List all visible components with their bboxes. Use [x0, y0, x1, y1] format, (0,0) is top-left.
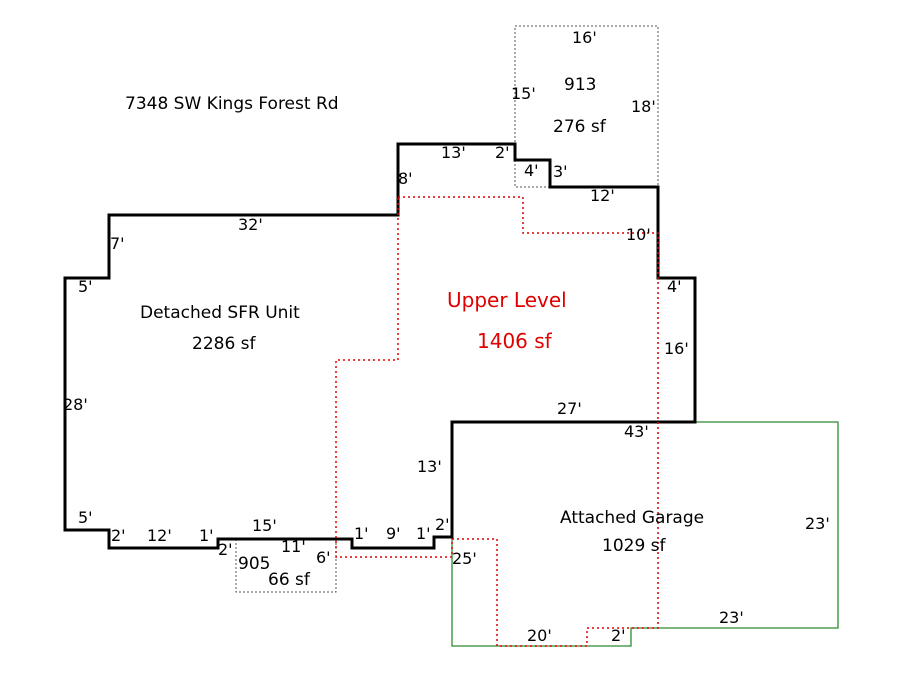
dim: 12': [590, 186, 615, 205]
dim: 10': [626, 225, 651, 244]
dim: 43': [624, 422, 649, 441]
upper-level-outline: [335, 196, 659, 647]
dim: 6': [316, 548, 331, 567]
dim: 18': [631, 97, 656, 116]
area-913-code: 913: [564, 75, 596, 95]
dim: 4': [524, 161, 539, 180]
dim: 4': [667, 277, 682, 296]
dim: 16': [664, 339, 689, 358]
main-area-size: 2286 sf: [192, 334, 257, 354]
dim: 28': [63, 395, 88, 414]
dim: 3': [553, 162, 568, 181]
dim: 11': [281, 537, 306, 556]
dim: 2': [611, 626, 626, 645]
dim: 15': [252, 516, 277, 535]
dim: 12': [147, 526, 172, 545]
dim: 2': [435, 515, 450, 534]
dim: 13': [441, 143, 466, 162]
dim: 20': [527, 626, 552, 645]
dim: 23': [719, 608, 744, 627]
dim: 1': [199, 526, 214, 545]
dim: 25': [452, 549, 477, 568]
dim: 27': [557, 399, 582, 418]
dim: 5': [78, 508, 93, 527]
dim: 8': [398, 169, 413, 188]
dim: 9': [386, 524, 401, 543]
upper-area-size: 1406 sf: [477, 329, 553, 353]
main-area-name: Detached SFR Unit: [140, 303, 300, 323]
address-label: 7348 SW Kings Forest Rd: [125, 94, 339, 114]
upper-area-name: Upper Level: [447, 288, 567, 312]
dim: 5': [78, 277, 93, 296]
dimension-labels: 16' 15' 18' 13' 2' 4' 3' 8' 12' 32' 10' …: [63, 28, 830, 645]
dim: 1': [416, 524, 431, 543]
garage-outline: [451, 421, 839, 647]
dim: 23': [805, 514, 830, 533]
dim: 16': [572, 28, 597, 47]
area-905-size: 66 sf: [268, 570, 311, 590]
garage-area-name: Attached Garage: [560, 508, 704, 528]
area-905-code: 905: [238, 554, 270, 574]
dim: 1': [354, 524, 369, 543]
garage-area-size: 1029 sf: [602, 536, 667, 556]
dim: 15': [511, 84, 536, 103]
main-outline: [63, 142, 697, 550]
dim: 2': [495, 143, 510, 162]
area-913-size: 276 sf: [553, 117, 607, 137]
dim: 7': [110, 234, 125, 253]
dim: 13': [417, 457, 442, 476]
dim: 2': [111, 526, 126, 545]
dim: 32': [238, 215, 263, 234]
dim: 2': [218, 540, 233, 559]
